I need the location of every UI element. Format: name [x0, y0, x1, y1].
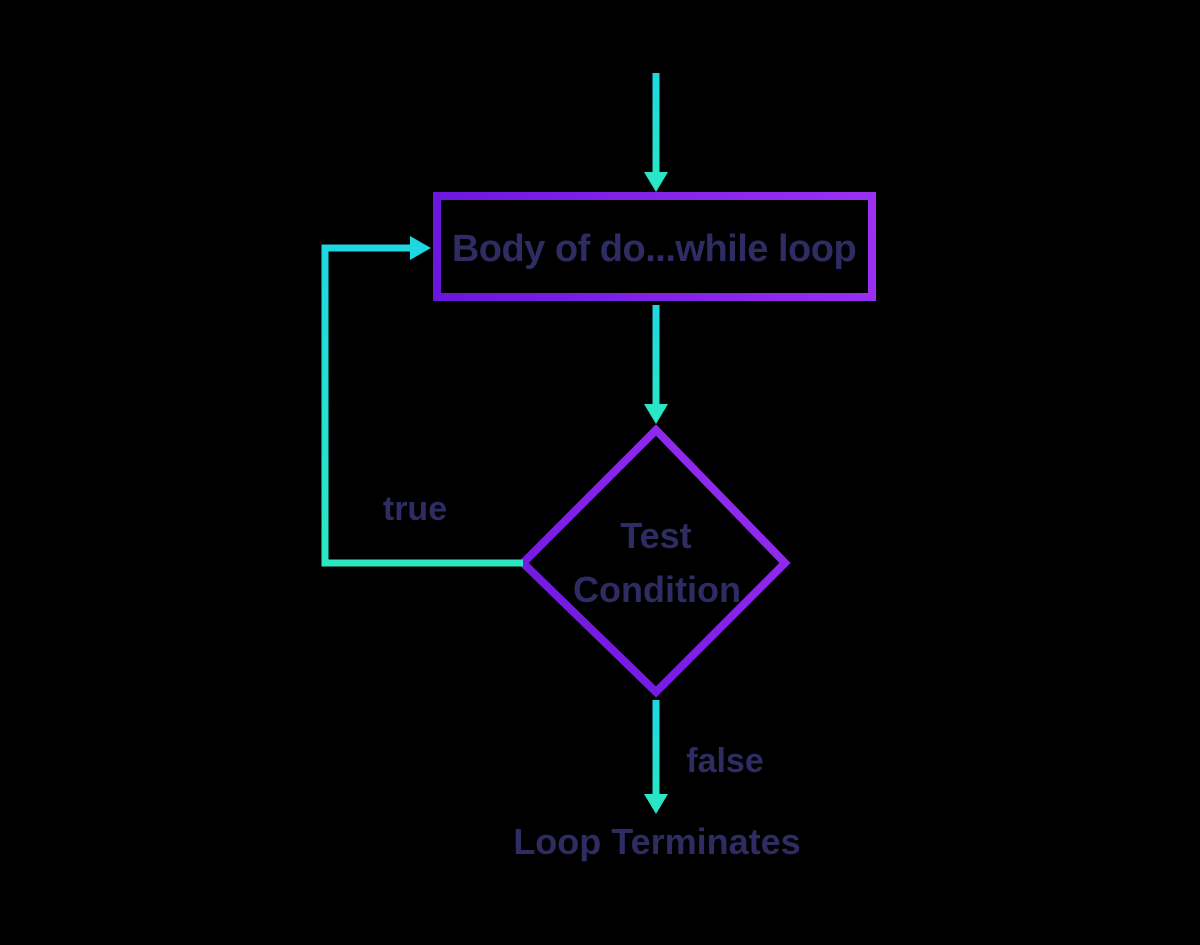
- edge-body-to-condition: [644, 305, 668, 424]
- false-edge-label: false: [686, 742, 764, 780]
- arrowhead-down-icon: [644, 404, 668, 424]
- condition-label-line2: Condition: [573, 569, 741, 610]
- edge-condition-true: true: [321, 236, 523, 567]
- node-condition: Test Condition: [517, 424, 791, 698]
- arrowhead-down-icon: [644, 794, 668, 814]
- edge-entry: [644, 73, 668, 192]
- node-terminate: Loop Terminates: [513, 821, 800, 862]
- arrowhead-down-icon: [644, 172, 668, 192]
- arrowhead-right-icon: [410, 236, 431, 260]
- edge-condition-false: false: [644, 700, 764, 814]
- true-edge-label: true: [383, 490, 447, 528]
- condition-diamond: [517, 424, 791, 698]
- edge-true-path: [321, 244, 523, 567]
- body-label: Body of do...while loop: [452, 228, 856, 270]
- condition-label-line1: Test: [620, 515, 691, 556]
- terminate-label: Loop Terminates: [513, 821, 800, 862]
- body-rectangle: [433, 192, 876, 301]
- node-body: Body of do...while loop: [433, 192, 876, 301]
